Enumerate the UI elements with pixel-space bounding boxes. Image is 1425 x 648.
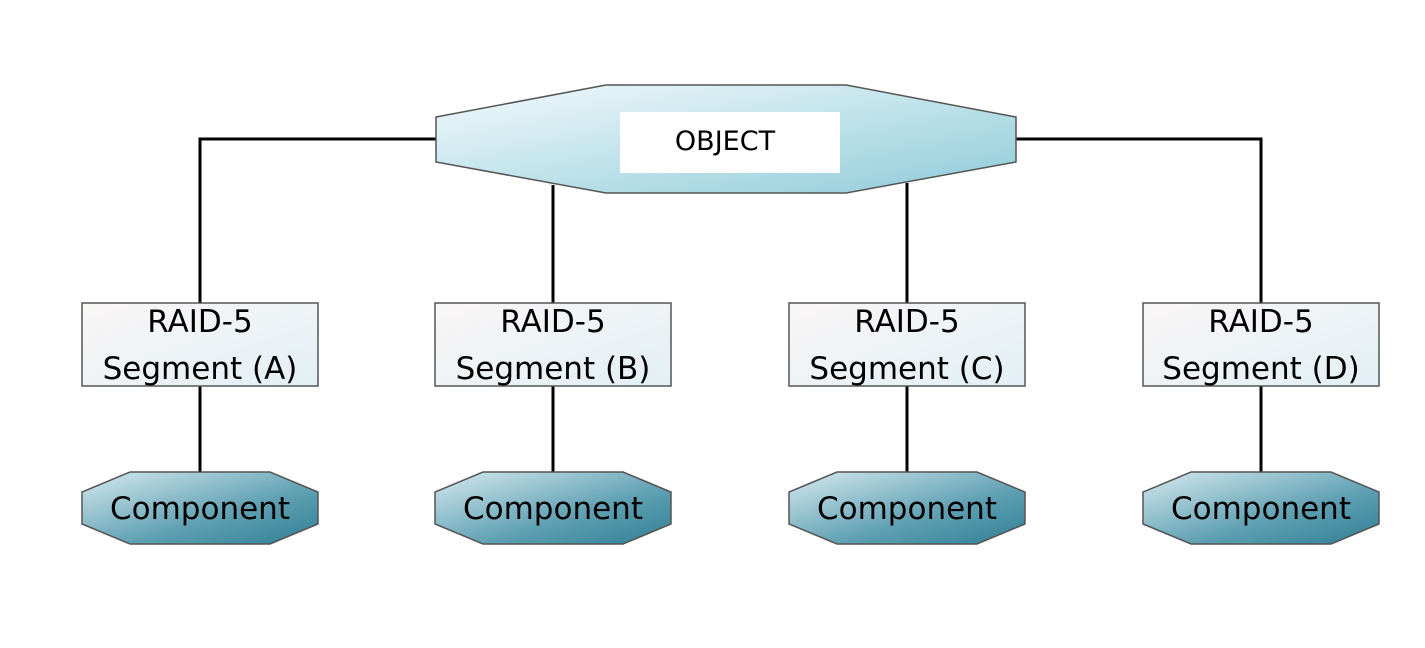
component-node-b[interactable]: Component [434,471,672,545]
connector-root-to-segment-d [1016,137,1263,303]
component-octagon-shape [434,471,672,545]
segment-box [81,302,319,387]
component-octagon-shape [81,471,319,545]
segment-name-label: Segment (C) [809,351,1004,387]
component-node-c[interactable]: Component [788,471,1026,545]
segment-name-label: Segment (B) [456,351,651,387]
component-octagon-shape [1142,471,1380,545]
component-label: Component [817,491,997,527]
segment-box [1142,302,1380,387]
component-node-a[interactable]: Component [81,471,319,545]
root-label: OBJECT [675,126,776,157]
segment-name-label: Segment (A) [103,351,298,387]
segment-box [434,302,672,387]
connector-root-to-segment-a [198,137,436,303]
component-octagon-shape [788,471,1026,545]
segment-box [788,302,1026,387]
root-label-box [620,112,840,173]
connectors [198,137,1263,472]
segment-raid-label: RAID-5 [854,304,959,340]
segment-raid-label: RAID-5 [147,304,252,340]
component-label: Component [463,491,643,527]
component-label: Component [110,491,290,527]
root-object-node[interactable]: OBJECT [435,84,1017,194]
component-label: Component [1171,491,1351,527]
segment-name-label: Segment (D) [1162,351,1359,387]
component-node-d[interactable]: Component [1142,471,1380,545]
segment-raid-label: RAID-5 [500,304,605,340]
segment-raid-label: RAID-5 [1208,304,1313,340]
